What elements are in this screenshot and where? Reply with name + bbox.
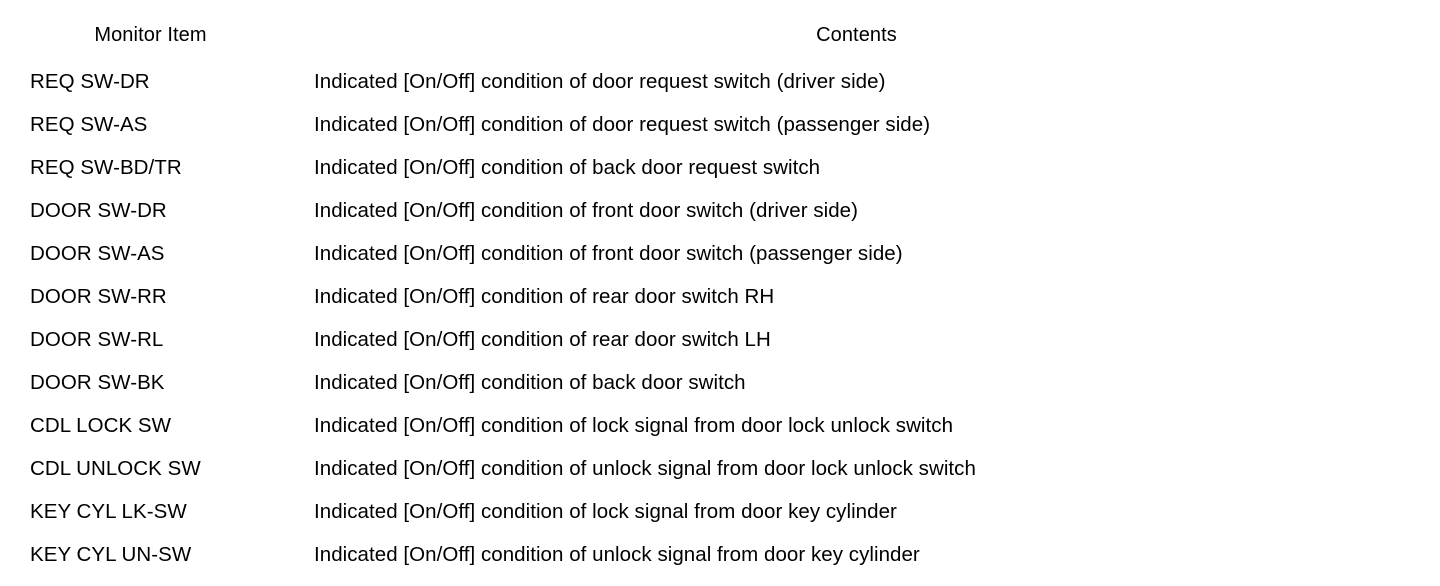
table-row: KEY CYL UN-SW Indicated [On/Off] conditi… (8, 533, 1417, 576)
cell-monitor-item: KEY CYL UN-SW (8, 533, 296, 576)
column-header-monitor-item: Monitor Item (8, 10, 296, 60)
cell-monitor-item: DOOR SW-RR (8, 275, 296, 318)
cell-monitor-item: CDL LOCK SW (8, 404, 296, 447)
table-row: DOOR SW-BK Indicated [On/Off] condition … (8, 361, 1417, 404)
cell-contents: Indicated [On/Off] condition of front do… (296, 232, 1417, 275)
cell-contents: Indicated [On/Off] condition of unlock s… (296, 533, 1417, 576)
cell-monitor-item: DOOR SW-DR (8, 189, 296, 232)
cell-monitor-item: KEY CYL LK-SW (8, 490, 296, 533)
table-row: CDL UNLOCK SW Indicated [On/Off] conditi… (8, 447, 1417, 490)
column-header-contents: Contents (296, 10, 1417, 60)
monitor-item-table-container: Monitor Item Contents REQ SW-DR Indicate… (8, 10, 1417, 576)
table-row: KEY CYL LK-SW Indicated [On/Off] conditi… (8, 490, 1417, 533)
cell-monitor-item: REQ SW-DR (8, 60, 296, 103)
table-row: DOOR SW-RR Indicated [On/Off] condition … (8, 275, 1417, 318)
cell-monitor-item: CDL UNLOCK SW (8, 447, 296, 490)
cell-contents: Indicated [On/Off] condition of unlock s… (296, 447, 1417, 490)
table-row: REQ SW-BD/TR Indicated [On/Off] conditio… (8, 146, 1417, 189)
cell-monitor-item: REQ SW-BD/TR (8, 146, 296, 189)
table-row: REQ SW-AS Indicated [On/Off] condition o… (8, 103, 1417, 146)
cell-contents: Indicated [On/Off] condition of back doo… (296, 146, 1417, 189)
cell-contents: Indicated [On/Off] condition of front do… (296, 189, 1417, 232)
cell-contents: Indicated [On/Off] condition of door req… (296, 103, 1417, 146)
table-row: CDL LOCK SW Indicated [On/Off] condition… (8, 404, 1417, 447)
cell-contents: Indicated [On/Off] condition of lock sig… (296, 490, 1417, 533)
cell-contents: Indicated [On/Off] condition of rear doo… (296, 275, 1417, 318)
cell-contents: Indicated [On/Off] condition of rear doo… (296, 318, 1417, 361)
cell-monitor-item: REQ SW-AS (8, 103, 296, 146)
cell-contents: Indicated [On/Off] condition of door req… (296, 60, 1417, 103)
table-row: DOOR SW-RL Indicated [On/Off] condition … (8, 318, 1417, 361)
table-header-row: Monitor Item Contents (8, 10, 1417, 60)
cell-contents: Indicated [On/Off] condition of back doo… (296, 361, 1417, 404)
table-row: REQ SW-DR Indicated [On/Off] condition o… (8, 60, 1417, 103)
table-header: Monitor Item Contents (8, 10, 1417, 60)
table-row: DOOR SW-DR Indicated [On/Off] condition … (8, 189, 1417, 232)
cell-monitor-item: DOOR SW-BK (8, 361, 296, 404)
table-body: REQ SW-DR Indicated [On/Off] condition o… (8, 60, 1417, 576)
cell-monitor-item: DOOR SW-AS (8, 232, 296, 275)
cell-monitor-item: DOOR SW-RL (8, 318, 296, 361)
monitor-item-table: Monitor Item Contents REQ SW-DR Indicate… (8, 10, 1417, 576)
cell-contents: Indicated [On/Off] condition of lock sig… (296, 404, 1417, 447)
table-row: DOOR SW-AS Indicated [On/Off] condition … (8, 232, 1417, 275)
